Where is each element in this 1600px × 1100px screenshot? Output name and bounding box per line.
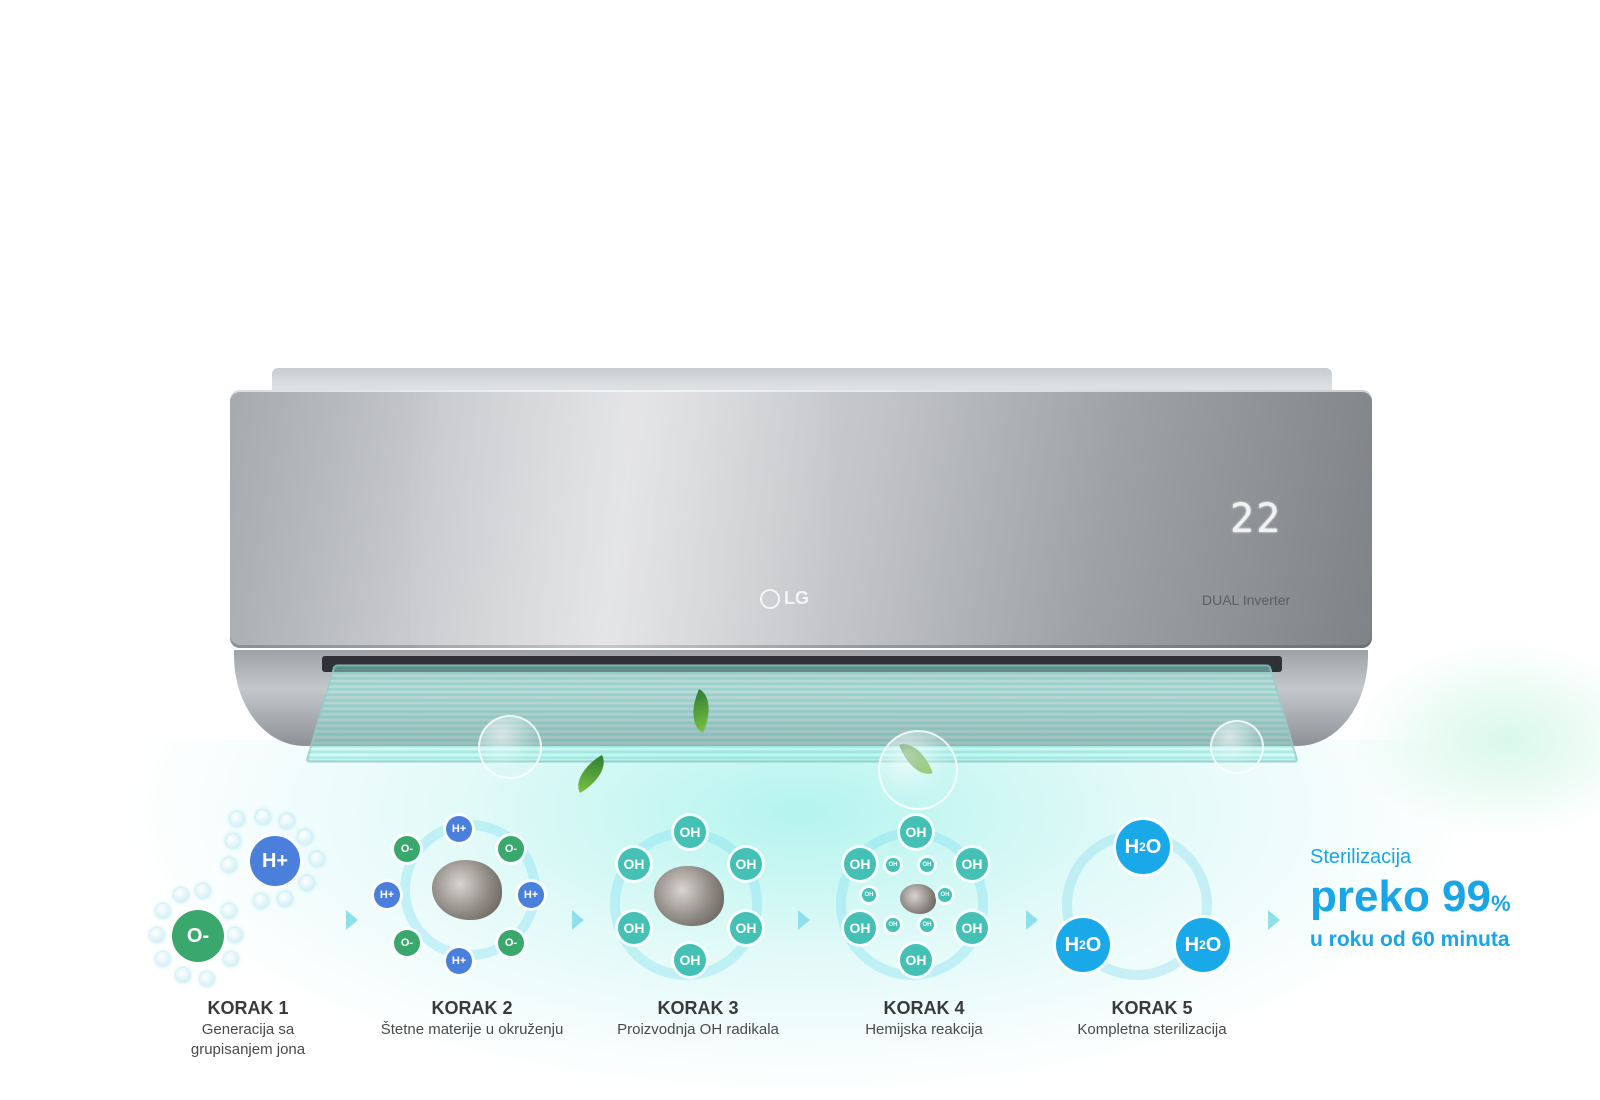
step-description: Hemijska reakcija	[794, 1020, 1054, 1040]
lg-logo-icon	[760, 589, 780, 609]
hydroxyl-radical-icon: OH	[730, 912, 762, 944]
sterilization-callout: Sterilizacija preko 99% u roku od 60 min…	[1310, 846, 1511, 952]
step-title: KORAK 3	[588, 998, 808, 1019]
step-5: H2O H2O H2O KORAK 5 Kompletna sterilizac…	[1042, 800, 1262, 1090]
step-description: Kompletna sterilizacija	[1022, 1020, 1282, 1040]
water-molecule-icon: H2O	[1056, 918, 1110, 972]
arrow-right-icon	[798, 910, 810, 930]
air-conditioner-unit: 22 LG DUAL Inverter	[230, 360, 1370, 780]
hydroxyl-radical-icon: OH	[674, 816, 706, 848]
step-2: H+ O- O- H+ H+ O- O- H+ KORAK 2 Štetne m…	[362, 800, 582, 1090]
bubble-icon	[878, 730, 958, 810]
side-glow	[1350, 640, 1600, 840]
step-description: Proizvodnja OH radikala	[568, 1020, 828, 1040]
hydroxyl-radical-icon: OH	[844, 912, 876, 944]
bubble-icon	[1210, 720, 1264, 774]
sterilization-rate: preko 99%	[1310, 873, 1511, 928]
step-description: Štetne materije u okruženju	[342, 1020, 602, 1040]
step-title: KORAK 4	[814, 998, 1034, 1019]
arrow-right-icon	[1268, 910, 1280, 930]
oxygen-ion-icon: O-	[498, 836, 524, 862]
step-4: OH OH OH OH OH OH OH OH OH OH OH OH KORA…	[814, 800, 1034, 1090]
step-title: KORAK 2	[362, 998, 582, 1019]
oxygen-ion-icon: O-	[394, 836, 420, 862]
step-title: KORAK 1	[138, 998, 358, 1019]
arrow-right-icon	[346, 910, 358, 930]
dust-particle-icon	[654, 866, 724, 926]
hydrogen-ion-icon: H+	[446, 816, 472, 842]
hydroxyl-radical-icon: OH	[886, 918, 900, 932]
hydroxyl-radical-icon: OH	[920, 858, 934, 872]
dust-particle-icon	[432, 860, 502, 920]
step-3: OH OH OH OH OH OH KORAK 3 Proizvodnja OH…	[588, 800, 808, 1090]
ac-louver	[305, 665, 1298, 763]
hydroxyl-radical-icon: OH	[900, 816, 932, 848]
step-1: H+ O- KORAK 1 Generacija sa grupisanjem …	[138, 800, 358, 1090]
water-molecule-icon: H2O	[1116, 820, 1170, 874]
step-description: Generacija sa grupisanjem jona	[168, 1020, 328, 1060]
oxygen-ion-icon: O-	[172, 910, 224, 962]
hydroxyl-radical-icon: OH	[886, 858, 900, 872]
hydrogen-ion-icon: H+	[518, 882, 544, 908]
arrow-right-icon	[1026, 910, 1038, 930]
hydroxyl-radical-icon: OH	[900, 944, 932, 976]
hydrogen-ion-icon: H+	[446, 948, 472, 974]
step-title: KORAK 5	[1042, 998, 1262, 1019]
sterilization-time: u roku od 60 minuta	[1310, 928, 1511, 952]
hydroxyl-radical-icon: OH	[956, 848, 988, 880]
brand-logo: LG	[760, 588, 809, 609]
bubble-icon	[478, 715, 542, 779]
water-molecule-icon: H2O	[1176, 918, 1230, 972]
oxygen-ion-icon: O-	[498, 930, 524, 956]
hydrogen-ion-icon: H+	[374, 882, 400, 908]
hydroxyl-radical-icon: OH	[920, 918, 934, 932]
hydroxyl-radical-icon: OH	[674, 944, 706, 976]
dust-particle-icon	[900, 884, 936, 914]
hydroxyl-radical-icon: OH	[862, 888, 876, 902]
hydroxyl-radical-icon: OH	[938, 888, 952, 902]
hydroxyl-radical-icon: OH	[730, 848, 762, 880]
hydroxyl-radical-icon: OH	[956, 912, 988, 944]
model-label: DUAL Inverter	[1202, 592, 1290, 608]
hydroxyl-radical-icon: OH	[618, 912, 650, 944]
sterilization-label: Sterilizacija	[1310, 846, 1511, 869]
hydrogen-ion-icon: H+	[250, 836, 300, 886]
hydroxyl-radical-icon: OH	[844, 848, 876, 880]
brand-name: LG	[784, 588, 809, 609]
temperature-display: 22	[1230, 496, 1290, 546]
hydroxyl-radical-icon: OH	[618, 848, 650, 880]
arrow-right-icon	[572, 910, 584, 930]
oxygen-ion-icon: O-	[394, 930, 420, 956]
ac-panel-reflection	[410, 390, 830, 648]
